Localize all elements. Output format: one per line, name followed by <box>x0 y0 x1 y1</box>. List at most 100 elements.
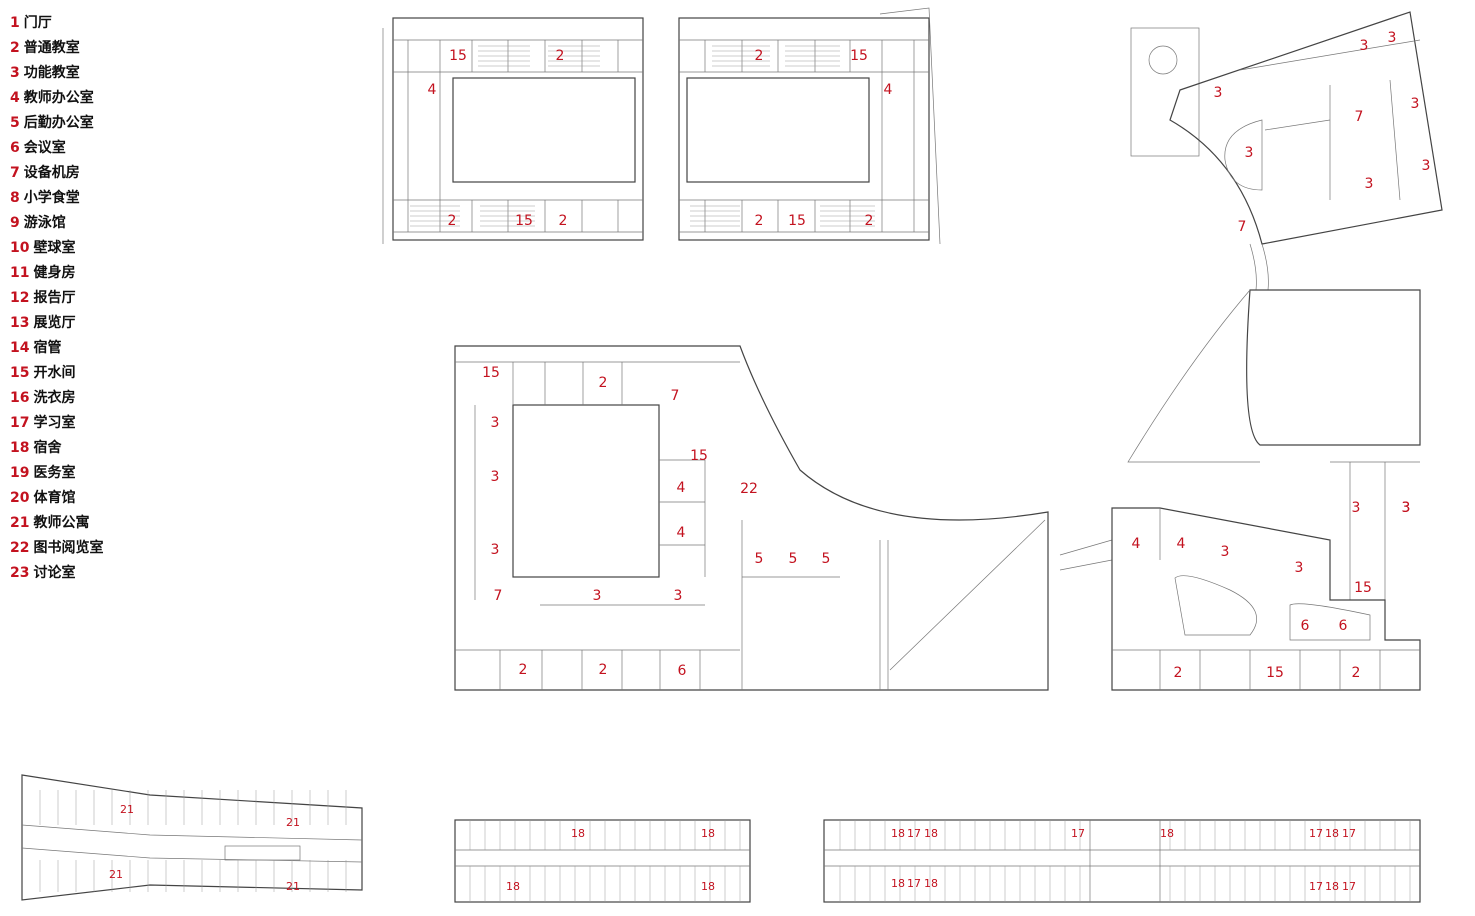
legend-room-name: 报告厅 <box>33 290 76 306</box>
room-label-block-a: 2 <box>559 213 568 229</box>
room-label-block-d: 4 <box>677 480 686 496</box>
legend-room-name: 普通教室 <box>23 40 80 56</box>
legend-number: 19 <box>10 465 30 481</box>
legend-number: 2 <box>10 40 20 56</box>
room-label-block-d: 2 <box>599 375 608 391</box>
room-label-block-d: 3 <box>491 469 500 485</box>
room-label-block-c: 3 <box>1422 158 1431 174</box>
room-label-block-b: 2 <box>865 213 874 229</box>
legend-room-name: 功能教室 <box>23 65 80 81</box>
legend-room-name: 壁球室 <box>33 240 76 256</box>
room-label-block-a: 15 <box>515 213 533 229</box>
room-label-block-c: 3 <box>1365 176 1374 192</box>
legend-number: 22 <box>10 540 30 556</box>
legend-number: 11 <box>10 265 30 281</box>
block-c-outline <box>1130 11 1443 291</box>
block-d-outline <box>454 345 1113 691</box>
legend-number: 8 <box>10 190 20 206</box>
room-label-block-g: 18 <box>506 880 520 893</box>
room-label-block-d: 2 <box>599 662 608 678</box>
legend-number: 16 <box>10 390 30 406</box>
room-label-block-b: 2 <box>755 48 764 64</box>
room-label-block-b: 15 <box>788 213 806 229</box>
room-label-block-h: 17 <box>907 827 921 840</box>
room-label-block-c: 3 <box>1411 96 1420 112</box>
room-label-block-f: 21 <box>120 803 134 816</box>
room-label-block-h: 18 <box>1325 880 1339 893</box>
room-label-block-d: 3 <box>491 542 500 558</box>
room-label-block-f: 21 <box>286 880 300 893</box>
legend-room-name: 教师公寓 <box>33 515 90 531</box>
room-label-block-e: 2 <box>1352 665 1361 681</box>
room-label-block-b: 15 <box>850 48 868 64</box>
room-label-block-d: 5 <box>755 551 764 567</box>
legend-room-name: 门厅 <box>23 15 52 31</box>
legend-number: 5 <box>10 115 20 131</box>
room-label-block-c: 3 <box>1245 145 1254 161</box>
room-label-block-c: 7 <box>1238 219 1247 235</box>
legend-number: 20 <box>10 490 30 506</box>
block-b-outline <box>678 7 941 245</box>
block-g-outline <box>454 819 751 903</box>
legend-room-name: 洗衣房 <box>33 390 76 406</box>
room-label-block-d: 3 <box>674 588 683 604</box>
legend-room-name: 展览厅 <box>33 315 76 331</box>
room-label-block-g: 18 <box>701 880 715 893</box>
room-label-block-h: 17 <box>1342 827 1356 840</box>
room-label-block-d: 5 <box>789 551 798 567</box>
block-e-outline <box>1111 289 1421 691</box>
room-label-block-e: 15 <box>1354 580 1372 596</box>
room-label-block-c: 3 <box>1214 85 1223 101</box>
legend-room-name: 后勤办公室 <box>23 115 94 131</box>
legend-room-name: 会议室 <box>23 140 66 156</box>
room-label-block-g: 18 <box>571 827 585 840</box>
room-label-block-h: 18 <box>891 827 905 840</box>
block-h-outline <box>823 819 1421 903</box>
legend-number: 18 <box>10 440 30 456</box>
room-label-block-h: 17 <box>1342 880 1356 893</box>
room-label-block-f: 21 <box>109 868 123 881</box>
legend-number: 15 <box>10 365 30 381</box>
room-label-block-e: 3 <box>1221 544 1230 560</box>
room-label-block-d: 2 <box>519 662 528 678</box>
room-label-block-d: 15 <box>690 448 708 464</box>
room-label-block-a: 15 <box>449 48 467 64</box>
block-a-outline <box>382 17 644 244</box>
room-label-block-h: 17 <box>1071 827 1085 840</box>
room-label-block-h: 18 <box>891 877 905 890</box>
legend-number: 7 <box>10 165 20 181</box>
legend-number: 17 <box>10 415 30 431</box>
legend-room-name: 健身房 <box>33 265 76 281</box>
room-label-block-d: 22 <box>740 481 758 497</box>
room-label-block-e: 3 <box>1295 560 1304 576</box>
room-label-block-a: 2 <box>556 48 565 64</box>
legend-room-name: 宿舍 <box>33 440 62 456</box>
legend-number: 9 <box>10 215 20 231</box>
room-label-block-e: 15 <box>1266 665 1284 681</box>
legend-room-name: 宿管 <box>33 340 62 356</box>
room-label-block-e: 4 <box>1177 536 1186 552</box>
legend-room-name: 讨论室 <box>33 565 76 581</box>
room-label-block-c: 3 <box>1402 500 1411 516</box>
legend-room-name: 设备机房 <box>23 165 80 181</box>
room-label-block-d: 7 <box>671 388 680 404</box>
room-label-block-d: 3 <box>491 415 500 431</box>
room-label-block-d: 15 <box>482 365 500 381</box>
